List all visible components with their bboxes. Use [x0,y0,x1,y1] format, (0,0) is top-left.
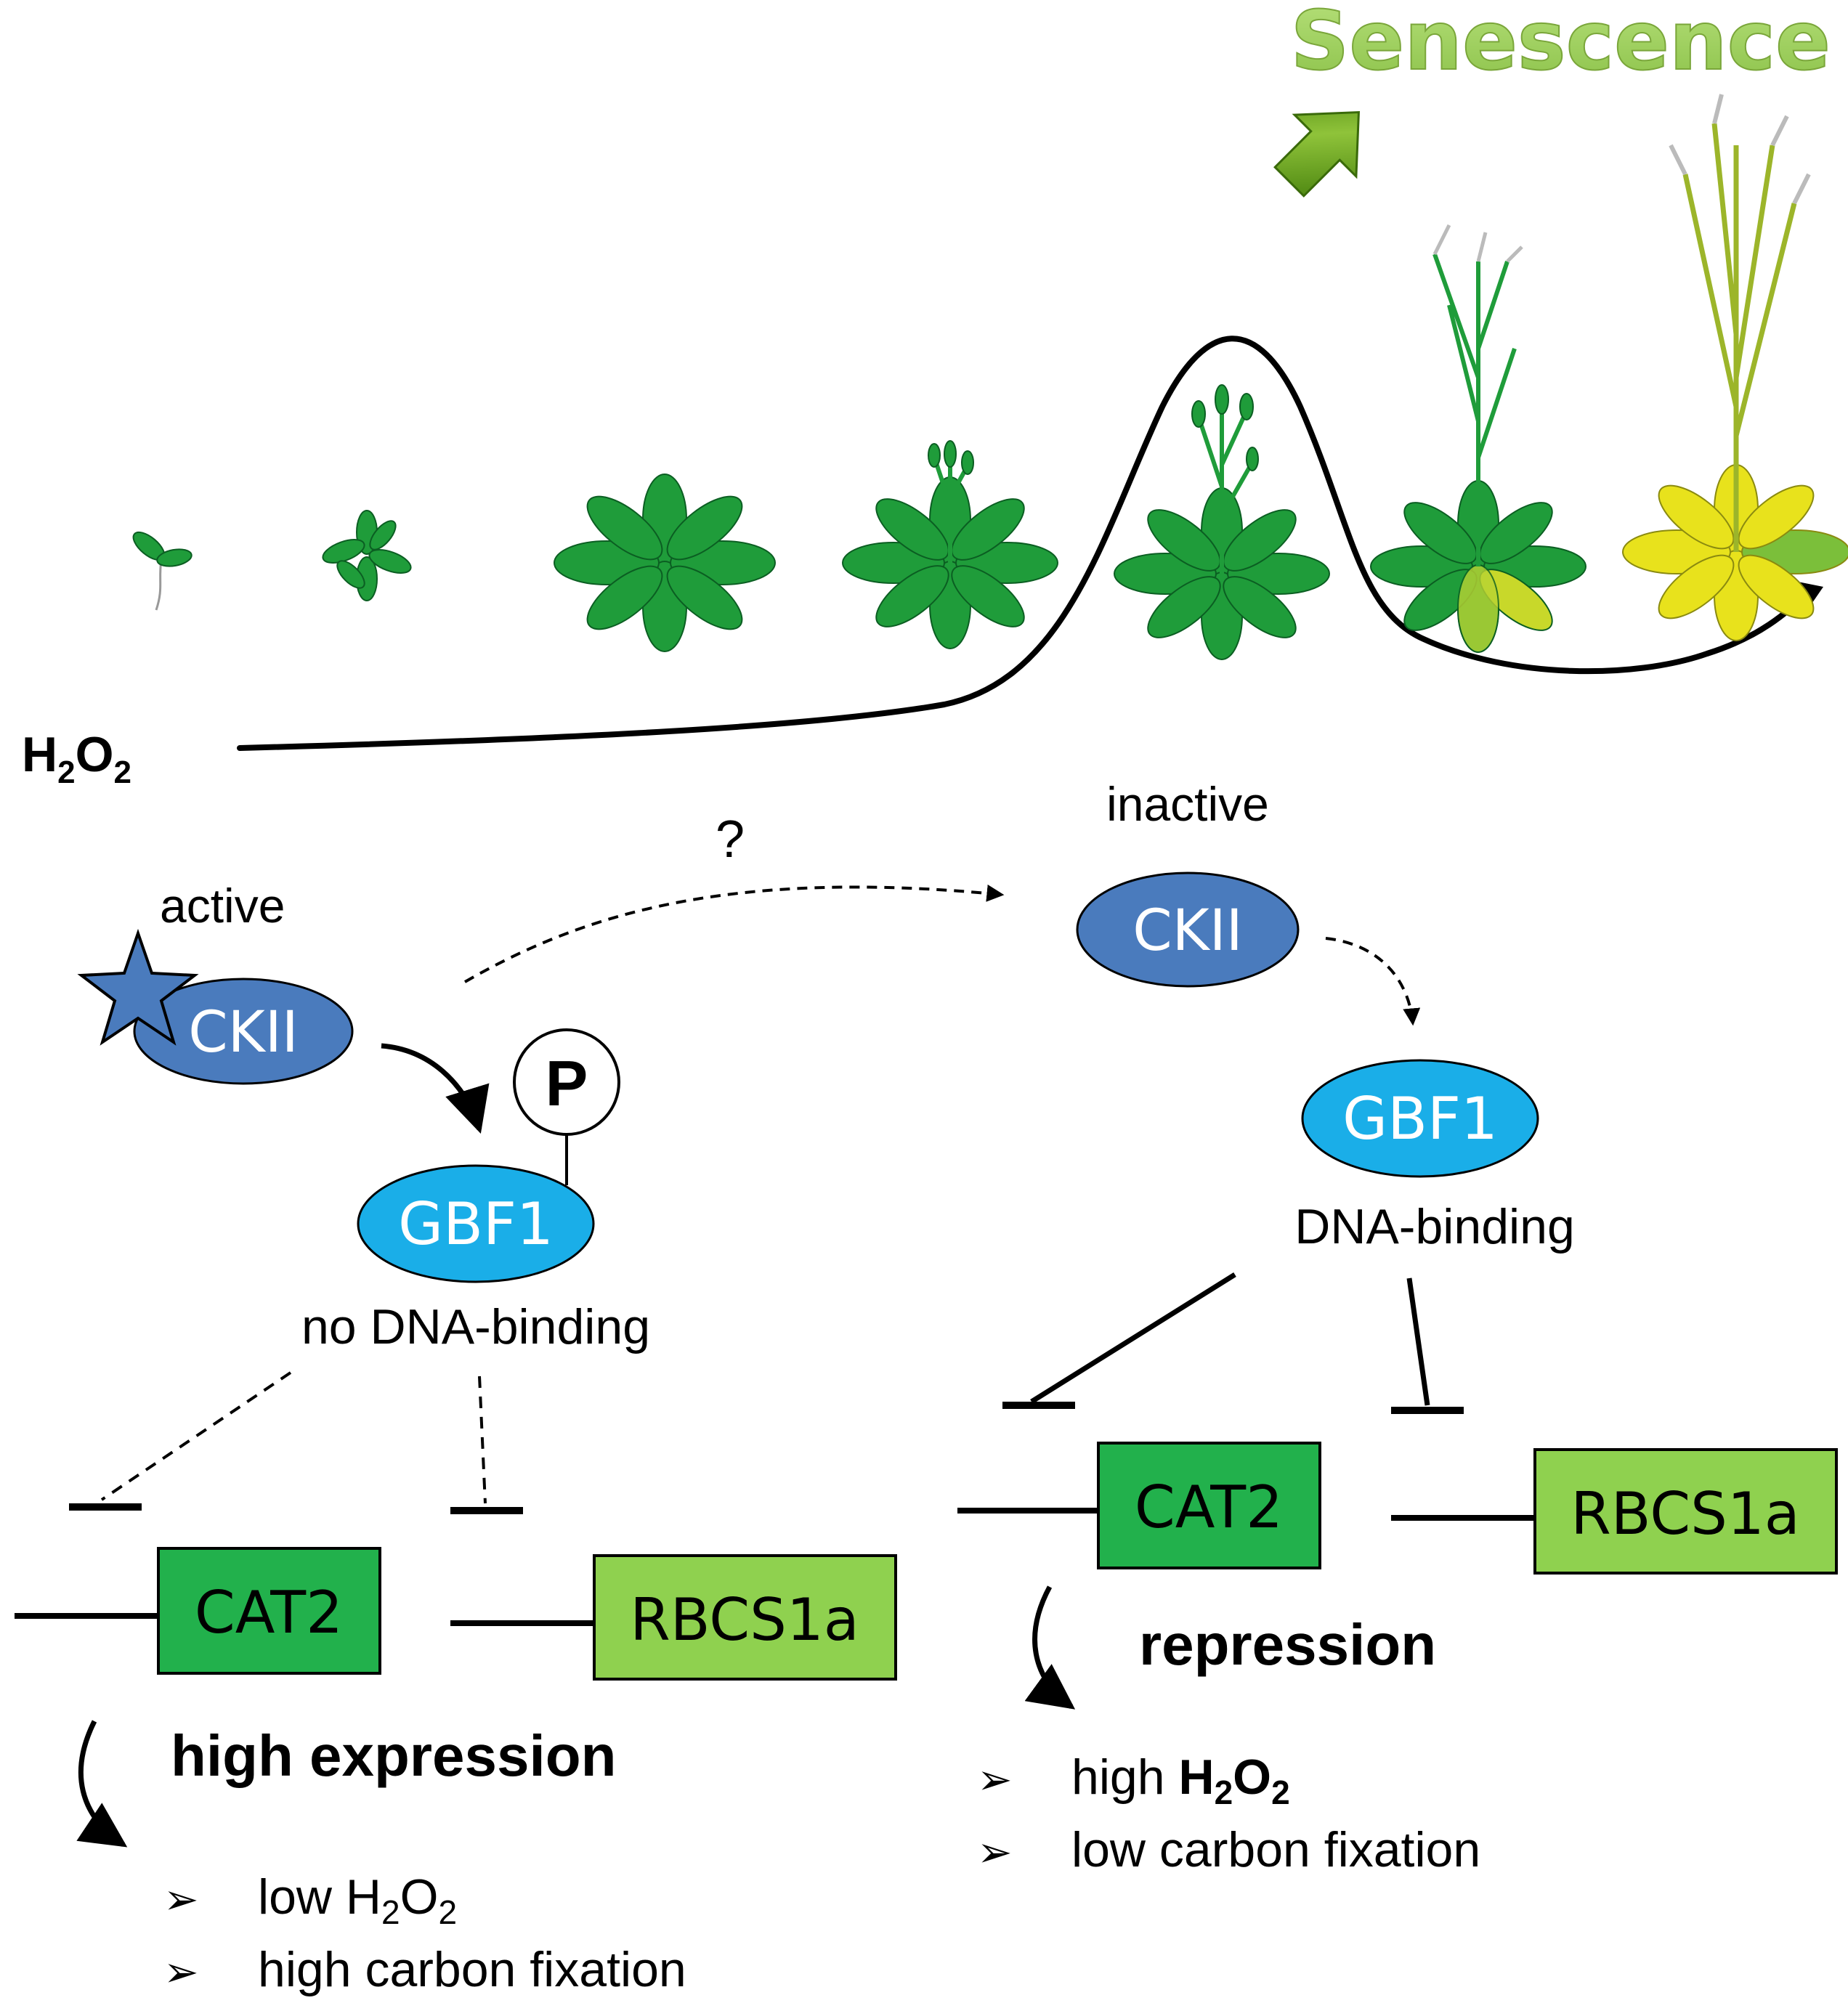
right-bullet-1: high H2O2 [1071,1750,1290,1811]
gbf1-right-label: GBF1 [1342,1085,1498,1153]
ckii-active-node [133,978,354,1085]
ckii-active-state-label: active [160,879,285,933]
left-rbcs1a-label: RBCS1a [630,1586,859,1654]
ckii-inactive-node [1076,872,1300,988]
rising-arrow-icon [1273,110,1361,198]
right-inhibition-rbcs1a [1406,1277,1430,1406]
right-bullet-2-marker: ➢ [977,1827,1013,1877]
h2o2-label: H2O2 [22,727,131,790]
phospho-label: P [546,1047,588,1119]
plant-stage-2-young-rosette [322,510,412,601]
right-inhibition-cat2 [1030,1272,1236,1404]
left-bullet-2: high carbon fixation [258,1942,686,1997]
h2o2-level-curve [237,336,1815,751]
left-cat2-gene-box [157,1547,381,1675]
left-bullet-1: low H2O2 [258,1869,457,1931]
plant-stage-6-early-senescence [1370,224,1586,653]
right-outcome-label: repression [1139,1612,1436,1677]
right-cat2-gene-box [1097,1442,1321,1569]
title-senescence: Senescence [1291,0,1831,89]
plant-stage-1-seedling [132,531,192,611]
ckii-inactive-label: CKII [1132,898,1243,964]
gbf1-right-note: DNA-binding [1294,1199,1575,1254]
right-bullet-2: low carbon fixation [1071,1822,1480,1877]
activation-star-icon [77,928,199,1046]
left-weak-inhibition-rbcs1a [478,1376,487,1504]
plant-stage-7-senescent [1622,94,1848,641]
gbf1-right-node [1301,1059,1539,1178]
ckii-active-label: CKII [188,1000,299,1065]
right-bullet-1-marker: ➢ [977,1755,1013,1804]
right-outcome-arrow [1024,1585,1076,1710]
ckii-inactive-state-label: inactive [1106,777,1269,831]
plant-stage-5-flowering [1114,384,1330,660]
left-weak-inhibition-cat2 [100,1371,292,1501]
plant-stage-3-rosette [554,474,776,652]
gbf1-left-note: no DNA-binding [301,1299,650,1354]
left-bullet-2-marker: ➢ [163,1947,199,1996]
right-rbcs1a-label: RBCS1a [1571,1480,1800,1548]
transition-dashed-arrow [464,884,1005,983]
ckii-to-gbf1-dashed-arrow [1325,937,1421,1026]
phospho-group [513,1028,620,1136]
gbf1-left-node [357,1164,595,1283]
left-outcome-arrow [76,1720,128,1848]
gbf1-left-label: GBF1 [398,1190,554,1258]
right-cat2-label: CAT2 [1135,1474,1283,1541]
right-rbcs1a-gene-box [1533,1448,1838,1575]
left-cat2-label: CAT2 [195,1579,343,1646]
left-outcome-label: high expression [171,1723,616,1788]
left-rbcs1a-gene-box [593,1554,897,1681]
phosphorylation-arrow [381,1043,490,1134]
left-bullet-1-marker: ➢ [163,1874,199,1924]
transition-question-mark: ? [716,810,745,869]
plant-stage-4-bolting [842,440,1058,649]
